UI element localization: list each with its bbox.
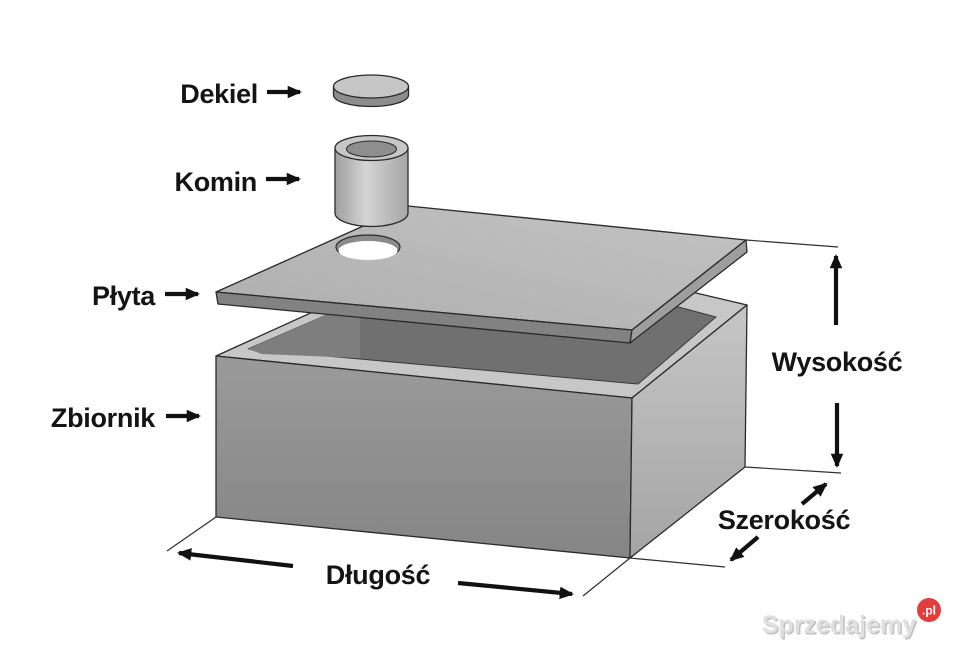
- chimney-inner-hole: [346, 140, 397, 158]
- watermark-badge-label: .pl: [922, 604, 936, 618]
- width-arrow-lower-icon: [729, 535, 760, 562]
- chimney-label: Komin: [175, 167, 258, 197]
- width-label: Szerokość: [718, 505, 851, 535]
- chimney-shape: [334, 134, 409, 228]
- watermark-brand-shadow: Sprzedajemy: [763, 613, 917, 641]
- lid-label: Dekiel: [180, 79, 258, 109]
- part-labels: Dekiel Komin Płyta Zbiornik: [51, 79, 302, 433]
- plate-hole: [335, 234, 401, 260]
- dimension-leader-lines: [166, 239, 842, 597]
- dimension-annotations: Wysokość Szerokość Długość: [177, 254, 903, 600]
- length-arrow-left-icon: [177, 548, 294, 569]
- watermark: Sprzedajemy Sprzedajemy .pl: [762, 598, 941, 641]
- length-arrow-right-icon: [457, 580, 574, 600]
- plate-shape: [215, 205, 748, 344]
- watermark-badge-circle: [917, 598, 941, 622]
- height-label: Wysokość: [772, 347, 903, 377]
- leader-line-length-right: [582, 557, 631, 597]
- leader-line-height-top: [745, 239, 839, 248]
- lid-shape: [332, 74, 410, 108]
- width-arrow-upper-icon: [800, 482, 828, 506]
- lid-top: [332, 74, 410, 99]
- plate-label: Płyta: [92, 281, 156, 311]
- leader-line-width: [629, 557, 726, 568]
- chimney-body: [334, 147, 409, 228]
- length-label: Długość: [326, 560, 431, 590]
- tank-label: Zbiornik: [51, 403, 156, 433]
- leader-line-length-left: [166, 516, 217, 552]
- leader-line-height-bottom: [744, 466, 842, 474]
- plate-front-right-edge: [629, 239, 748, 344]
- watermark-brand: Sprzedajemy: [762, 611, 916, 639]
